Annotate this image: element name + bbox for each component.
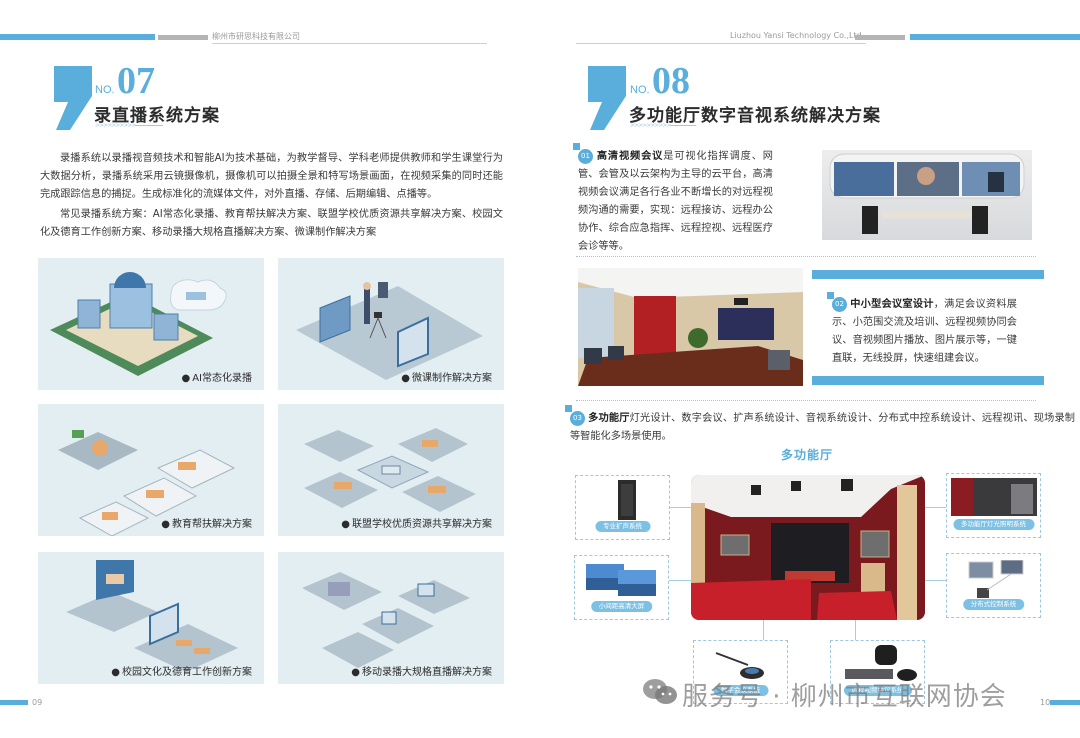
dotted-divider (576, 400, 1036, 401)
diagram-box-led-screen: 小间距高清大屏 (574, 555, 669, 620)
classrooms-illustration (58, 430, 236, 536)
section-number: 08 (652, 60, 690, 102)
block-text: 是可视化指挥调度、网管、会管及以云架构为主导的云平台，高清视频会议满足各行各业不… (578, 151, 773, 252)
auditorium-image (691, 475, 925, 620)
block-text: 灯光设计、数字会议、扩声系统设计、音视系统设计、分布式中控系统设计、远程视讯、现… (570, 413, 1075, 442)
title-arrows: >>>>>>>>>> (95, 122, 136, 129)
tile-alliance-schools: 联盟学校优质资源共享解决方案 (278, 404, 504, 536)
video-wall-image (829, 153, 1025, 234)
solutions-paragraph: 常见录播系统方案：AI常态化录播、教育帮扶解决方案、联盟学校优质资源共享解决方案… (40, 209, 503, 238)
box-label: 多功能厅灯光照明系统 (953, 519, 1034, 530)
diagram-box-distributed-control: 分布式控制系统 (946, 553, 1041, 618)
number-badge: 03 (570, 411, 585, 426)
tile-campus-culture: 校园文化及德育工作创新方案 (38, 552, 264, 684)
lighting-photo-icon (951, 478, 1037, 516)
meeting-room-image (578, 268, 803, 386)
title-underline (135, 125, 163, 126)
header-company-name: 柳州市研思科技有限公司 (212, 32, 300, 41)
section-title: 录直播系统方案 (94, 106, 220, 126)
box-label: 小间距高清大屏 (590, 601, 653, 612)
box-label: 数字会议系统 (713, 685, 768, 696)
header-gray-bar (158, 35, 208, 40)
speaker-icon (618, 480, 636, 520)
tile-micro-course: 微课制作解决方案 (278, 258, 504, 390)
diagram-box-digital-conference: 数字会议系统 (693, 640, 788, 704)
diagram-box-remote-video: 远程视频会议系统 (830, 640, 925, 704)
tile-caption: 校园文化及德育工作创新方案 (111, 663, 252, 678)
box-label: 专业扩声系统 (595, 521, 650, 532)
dotted-divider (576, 256, 1036, 257)
conference-microphone-icon (715, 652, 764, 679)
connector-line (669, 507, 697, 508)
quote-mark-icon (54, 66, 92, 130)
header-rule (576, 43, 866, 44)
bullet-square-icon (573, 143, 580, 150)
section-no-prefix: NO. (630, 84, 650, 96)
tile-mobile-recording: 移动录播大规格直播解决方案 (278, 552, 504, 684)
title-underline (670, 125, 696, 126)
meeting-room-photo (578, 268, 803, 386)
studio-illustration (296, 282, 483, 380)
connector-line (669, 580, 697, 581)
footer-blue-bar (1050, 700, 1080, 705)
alliance-classrooms-illustration (304, 428, 476, 512)
screen-display-icon (586, 564, 656, 596)
page-number: 10 (1040, 698, 1051, 707)
tile-caption: 教育帮扶解决方案 (161, 515, 252, 530)
wechat-icon (643, 679, 677, 704)
header-gray-bar (855, 35, 905, 40)
bullet-square-icon (565, 405, 572, 412)
tile-ai-recording: AI常态化录播 (38, 258, 264, 390)
bullet-square-icon (827, 292, 834, 299)
tile-caption: 微课制作解决方案 (401, 369, 492, 384)
quote-mark-icon (588, 66, 626, 130)
connector-line (923, 507, 951, 508)
box-label: 远程视频会议系统 (843, 685, 912, 696)
block-title: 多功能厅 (588, 413, 630, 424)
connector-line (923, 580, 951, 581)
header-blue-bar (0, 34, 155, 40)
campus-tv-studio-illustration (66, 560, 238, 672)
diagram-title: 多功能厅 (781, 448, 834, 462)
mobile-broadcast-illustration (302, 572, 470, 668)
auditorium-photo (691, 475, 925, 620)
block-title: 中小型会议室设计 (850, 299, 934, 310)
section-number: 07 (117, 60, 155, 102)
accent-band-top (812, 270, 1044, 279)
tile-caption: 联盟学校优质资源共享解决方案 (341, 515, 492, 530)
diagram-box-stage-lighting: 多功能厅灯光照明系统 (946, 473, 1041, 538)
tile-caption: 移动录播大规格直播解决方案 (351, 663, 492, 678)
diagram-box-pro-audio: 专业扩声系统 (575, 475, 670, 540)
right-page: Liuzhou Yansi Technology Co.,Ltd NO. 08 … (540, 0, 1080, 738)
header-blue-bar (910, 34, 1080, 40)
left-page: 柳州市研思科技有限公司 NO. 07 录直播系统方案 >>>>>>>>>> 录播… (0, 0, 540, 738)
accent-band-bottom (812, 376, 1044, 385)
section-no-prefix: NO. (95, 84, 115, 96)
number-badge: 01 (578, 149, 593, 164)
control-devices-icon (968, 560, 1024, 598)
watermark-text: 服务号 · 柳州市互联网协会 (682, 682, 1007, 712)
section-title: 多功能厅数字音视系统解决方案 (629, 106, 881, 126)
intro-paragraph: 录播系统以录播视音频技术和智能AI为技术基础，为教学督导、学科老师提供教师和学生… (40, 153, 503, 200)
title-arrows: >>>>>>>>>> (630, 122, 671, 129)
box-label: 分布式控制系统 (962, 599, 1025, 610)
campus-building-illustration (50, 272, 227, 376)
header-rule (212, 43, 487, 44)
block-text: ，满足会议资料展示、小范围交流及培训、远程视频协同会议、音视频图片播放、图片展示… (832, 299, 1017, 364)
video-conference-photo (822, 150, 1032, 240)
number-badge: 02 (832, 297, 847, 312)
tile-caption: AI常态化录播 (181, 369, 252, 384)
tile-education-aid: 教育帮扶解决方案 (38, 404, 264, 536)
ptz-camera-codec-icon (845, 645, 917, 681)
connector-line (763, 618, 764, 640)
page-number: 09 (32, 698, 43, 707)
connector-line (855, 618, 856, 640)
footer-blue-bar (0, 700, 28, 705)
block-title: 高清视频会议 (596, 151, 664, 162)
header-company-name: Liuzhou Yansi Technology Co.,Ltd (730, 31, 862, 40)
